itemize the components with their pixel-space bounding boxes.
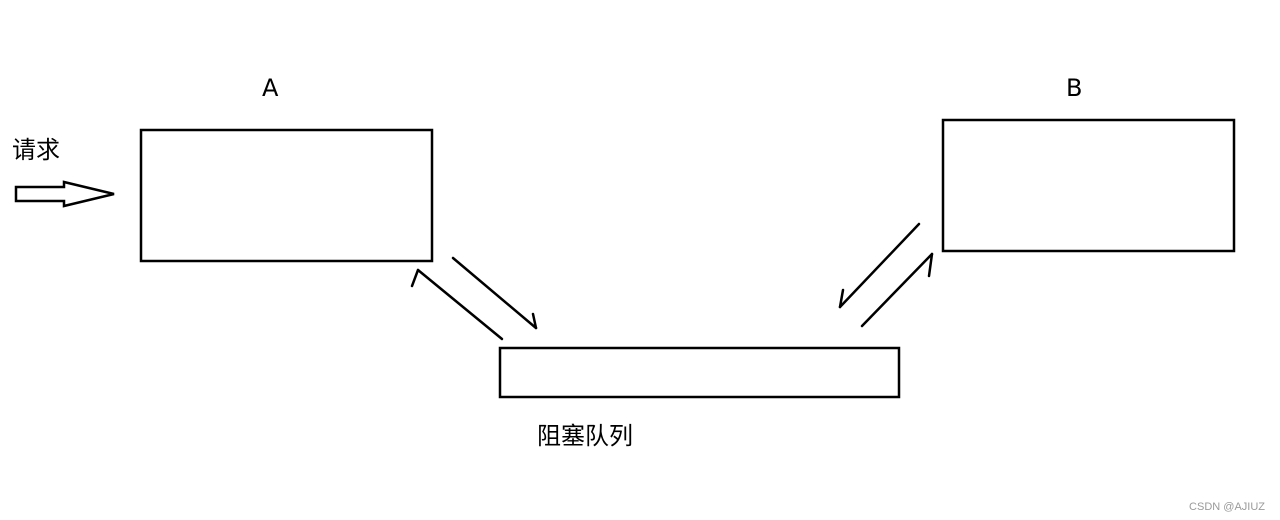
watermark-text: CSDN @AJIUZ: [1189, 501, 1265, 513]
request-label: 请求: [12, 136, 60, 164]
arrow-queue-to-a: [410, 268, 504, 341]
blocking-queue-box: [498, 346, 901, 399]
request-arrow: [14, 180, 115, 208]
arrow-queue-to-b: [860, 252, 934, 328]
arrow-b-to-queue: [838, 222, 921, 309]
box-a-label: A: [262, 74, 279, 102]
blocking-queue-label: 阻塞队列: [537, 422, 633, 450]
arrow-a-to-queue: [451, 256, 538, 330]
box-a: [139, 128, 434, 263]
box-b-label: B: [1066, 74, 1082, 102]
box-b: [941, 118, 1236, 253]
